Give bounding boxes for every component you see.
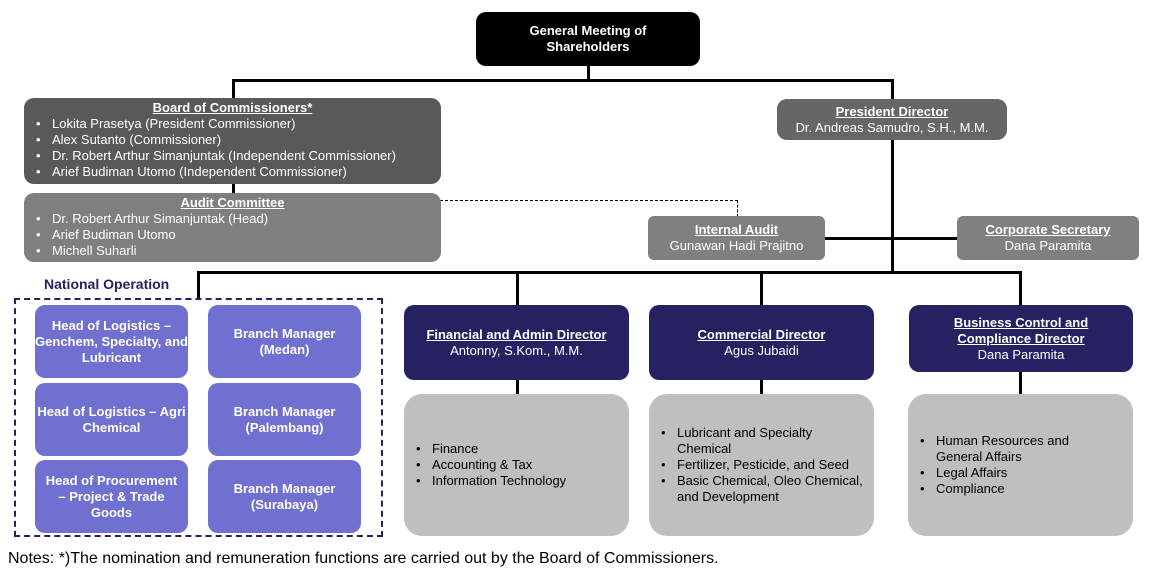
function-item: Lubricant and Specialty Chemical xyxy=(661,425,866,457)
audit-committee-box: Audit Committee Dr. Robert Arthur Simanj… xyxy=(24,193,441,262)
corp-sec-name: Dana Paramita xyxy=(1004,238,1092,253)
unit-label: Head of Procurement – Project & Trade Go… xyxy=(45,472,178,520)
connector xyxy=(891,140,894,273)
function-box: Human Resources and General AffairsLegal… xyxy=(908,394,1133,536)
president-director-box: President Director Dr. Andreas Samudro, … xyxy=(777,99,1007,140)
director-title: Commercial Director xyxy=(697,326,826,342)
corp-sec-title: Corporate Secretary xyxy=(985,222,1111,237)
board-member: Arief Budiman Utomo (Independent Commiss… xyxy=(36,164,441,180)
unit-label: Head of Logistics – Agri Chemical xyxy=(37,403,186,435)
president-name: Dr. Andreas Samudro, S.H., M.M. xyxy=(795,119,989,135)
board-member: Dr. Robert Arthur Simanjuntak (Independe… xyxy=(36,148,441,164)
audit-committee-title: Audit Committee xyxy=(180,195,285,210)
board-title: Board of Commissioners* xyxy=(152,100,313,115)
gms-title: General Meeting of Shareholders xyxy=(529,23,647,54)
director-title: Financial and Admin Director xyxy=(426,326,607,342)
corporate-secretary-box: Corporate Secretary Dana Paramita xyxy=(957,216,1139,260)
director-box: Business Control and Compliance Director… xyxy=(909,305,1133,372)
function-box: Lubricant and Specialty ChemicalFertiliz… xyxy=(649,394,874,536)
connector xyxy=(587,66,590,81)
unit-box: Branch Manager (Palembang) xyxy=(208,383,361,456)
connector xyxy=(197,271,1021,274)
audit-member: Dr. Robert Arthur Simanjuntak (Head) xyxy=(36,211,441,227)
internal-audit-title: Internal Audit xyxy=(694,222,779,237)
connector xyxy=(760,271,763,305)
unit-box: Head of Logistics – Agri Chemical xyxy=(35,383,188,456)
president-title: President Director xyxy=(835,103,949,119)
unit-box: Branch Manager (Medan) xyxy=(208,305,361,378)
director-name: Antonny, S.Kom., M.M. xyxy=(450,342,583,358)
connector xyxy=(232,79,894,82)
function-item: Compliance xyxy=(920,481,1093,497)
connector xyxy=(891,79,894,99)
board-member: Lokita Prasetya (President Commissioner) xyxy=(36,116,441,132)
national-operation-label: National Operation xyxy=(44,276,170,292)
connector xyxy=(1019,271,1022,305)
board-member: Alex Sutanto (Commissioner) xyxy=(36,132,441,148)
audit-member: Arief Budiman Utomo xyxy=(36,227,441,243)
function-item: Legal Affairs xyxy=(920,465,1093,481)
connector xyxy=(197,271,200,298)
unit-box: Head of Logistics – Genchem, Specialty, … xyxy=(35,305,188,378)
dashed-connector xyxy=(440,200,738,217)
function-item: Human Resources and General Affairs xyxy=(920,433,1093,465)
board-of-commissioners-box: Board of Commissioners* Lokita Prasetya … xyxy=(24,98,441,184)
unit-label: Branch Manager (Medan) xyxy=(233,325,336,357)
unit-box: Branch Manager (Surabaya) xyxy=(208,460,361,533)
connector xyxy=(760,379,763,395)
audit-member: Michell Suharli xyxy=(36,243,441,259)
connector xyxy=(824,237,958,240)
connector xyxy=(232,183,235,193)
function-item: Accounting & Tax xyxy=(416,457,566,473)
connector xyxy=(516,271,519,305)
unit-label: Head of Logistics – Genchem, Specialty, … xyxy=(35,317,188,365)
national-operation-group xyxy=(14,298,383,537)
function-item: Finance xyxy=(416,441,566,457)
connector xyxy=(1019,371,1022,395)
function-box: FinanceAccounting & TaxInformation Techn… xyxy=(404,394,629,536)
director-name: Agus Jubaidi xyxy=(724,342,799,358)
function-item: Information Technology xyxy=(416,473,566,489)
internal-audit-box: Internal Audit Gunawan Hadi Prajitno xyxy=(648,216,825,260)
unit-box: Head of Procurement – Project & Trade Go… xyxy=(35,460,188,533)
director-title: Business Control and Compliance Director xyxy=(953,314,1089,346)
connector xyxy=(516,379,519,395)
internal-audit-name: Gunawan Hadi Prajitno xyxy=(669,238,804,253)
unit-label: Branch Manager (Surabaya) xyxy=(233,480,336,512)
gms-box: General Meeting of Shareholders xyxy=(476,12,700,66)
function-item: Fertilizer, Pesticide, and Seed xyxy=(661,457,866,473)
function-item: Basic Chemical, Oleo Chemical, and Devel… xyxy=(661,473,866,505)
connector xyxy=(232,79,235,99)
director-name: Dana Paramita xyxy=(977,346,1065,362)
notes: Notes: *)The nomination and remuneration… xyxy=(8,550,719,567)
unit-label: Branch Manager (Palembang) xyxy=(233,403,336,435)
